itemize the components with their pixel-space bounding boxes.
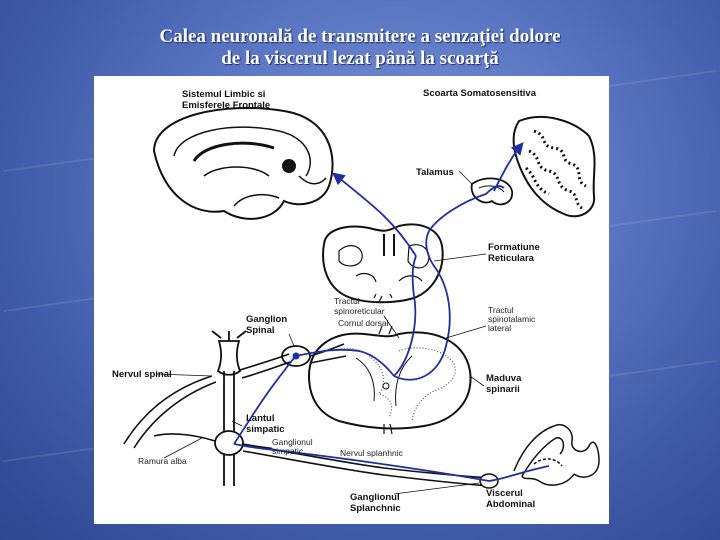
label-limbic-line-2: Emisferele Frontale: [182, 100, 270, 111]
label-splanchnic-ganglion-line-1: Ganglionul: [350, 492, 400, 503]
label-spinoreticular-line-1: Tractul: [334, 296, 360, 306]
label-splanchnic-nerve: Nervul splanhnic: [340, 448, 404, 458]
label-dorsal-horn: Cornul dorsal: [338, 318, 389, 328]
slide-title: Calea neuronală de transmitere a senzaţi…: [0, 26, 720, 70]
abdominal-viscus-illustration: [513, 424, 600, 486]
label-cortex: Scoarta Somatosensitiva: [423, 88, 537, 99]
brain-limbic-illustration: [152, 107, 334, 220]
pain-pathway-diagram: Sistemul Limbic si Emisferele Frontale S…: [112, 88, 600, 514]
label-sympathetic-ganglion-line-2: simpatic: [272, 446, 304, 456]
slide-title-line-2: de la viscerul lezat până la scoarţă: [221, 48, 499, 69]
label-reticular-line-2: Reticulara: [488, 253, 535, 264]
label-sympathetic-ganglion-line-1: Ganglionul: [272, 437, 313, 447]
pain-pathway-lines: [233, 142, 550, 482]
sympathetic-chain-illustration: [211, 330, 247, 486]
label-sympathetic-chain-line-2: simpatic: [246, 424, 285, 435]
label-sympathetic-chain-line-1: Lantul: [246, 413, 275, 424]
diagram-panel: Sistemul Limbic si Emisferele Frontale S…: [94, 76, 609, 524]
label-splanchnic-ganglion-line-2: Splanchnic: [350, 503, 401, 514]
label-white-ramus: Ramura alba: [138, 456, 187, 466]
label-spinal-ganglion-line-2: Spinal: [246, 325, 275, 336]
label-spinal-nerve: Nervul spinal: [112, 369, 172, 380]
label-spinothalamic-line-2: spinotalamic: [488, 314, 536, 324]
label-spinothalamic-line-3: lateral: [488, 323, 511, 333]
label-reticular-line-1: Formatiune: [488, 242, 540, 253]
thalamus-illustration: [470, 177, 513, 206]
label-leader-lines: [155, 170, 487, 495]
label-thalamus: Talamus: [416, 167, 454, 178]
label-spinoreticular-line-2: spinoreticular: [334, 306, 385, 316]
label-spinal-ganglion-line-1: Ganglion: [246, 314, 287, 325]
cortex-illustration: [512, 116, 596, 218]
slide-title-line-1: Calea neuronală de transmitere a senzaţi…: [159, 26, 561, 47]
brainstem-section-illustration: [322, 223, 444, 304]
label-viscus-line-2: Abdominal: [486, 499, 535, 510]
label-spinal-cord-line-1: Maduva: [486, 373, 522, 384]
label-spinal-cord-line-2: spinarii: [486, 384, 520, 395]
label-viscus-line-1: Viscerul: [486, 488, 523, 499]
label-limbic-line-1: Sistemul Limbic si: [182, 89, 265, 100]
label-spinothalamic-line-1: Tractul: [488, 305, 514, 315]
